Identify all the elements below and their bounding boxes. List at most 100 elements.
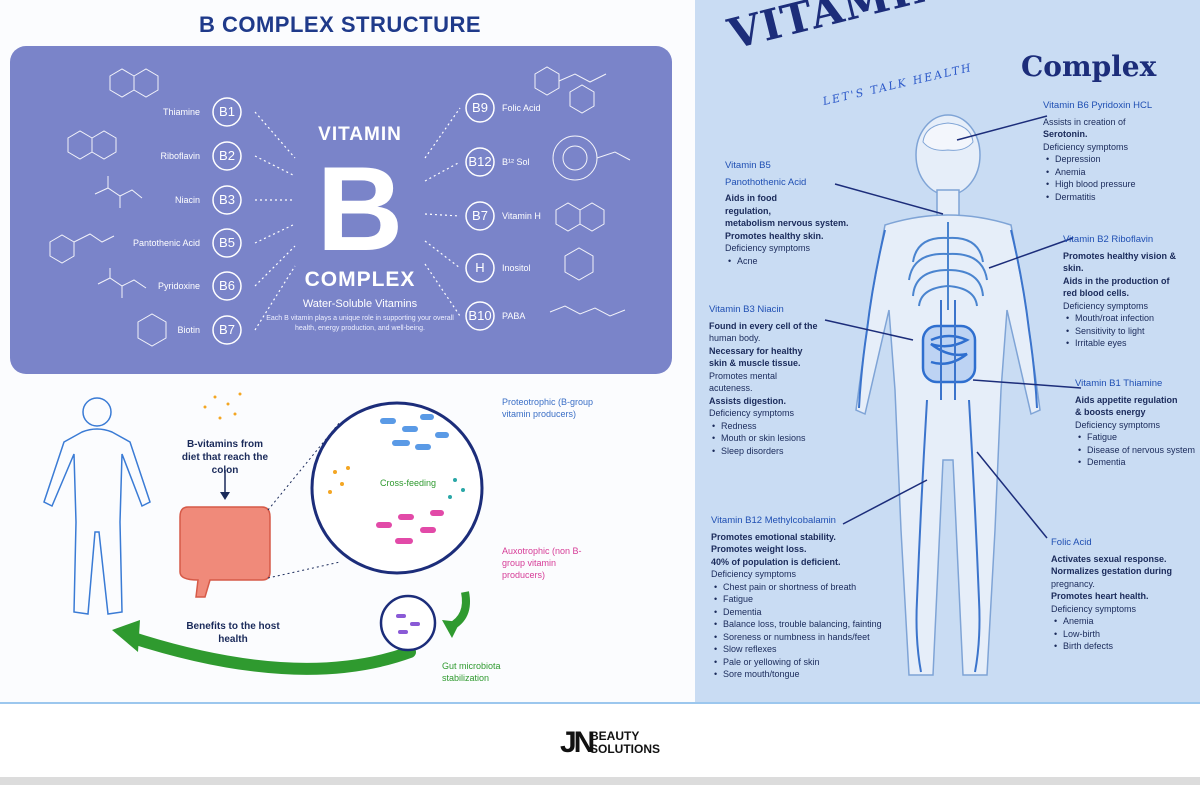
symptom-item: Dermatitis [1043,191,1193,204]
b3-line: Assists digestion. [709,395,787,406]
folic-line: Activates sexual response. [1051,553,1167,564]
b12-line: Promotes weight loss. [711,544,807,554]
center-vitamin-word: VITAMIN [318,124,402,145]
b12-line: 40% of population is deficient. [711,556,841,567]
vitamin-name-b12sol: B¹² Sol [502,157,530,167]
b3-line: skin & muscle tissue. [709,358,801,368]
b12-deficiency-label: Deficiency symptoms [711,569,797,579]
vitamin-name-inositol: Inositol [502,263,531,273]
symptom-item: Chest pain or shortness of breath [711,581,901,594]
microbiota-zoom-circle [310,401,484,575]
jn-beauty-logo[interactable]: JN BEAUTY SOLUTIONS [560,726,680,766]
symptom-item: Slow reflexes [711,643,901,656]
vitamin-code-b7: B7 [219,322,235,337]
ribcage-icon [908,222,988,310]
symptom-item: Sore mouth/tongue [711,668,901,681]
b2-line: Aids in the production of [1063,275,1170,286]
vitamin-code-b3: B3 [219,192,235,207]
b5-line: Promotes healthy skin. [725,230,824,241]
symptom-item: Irritable eyes [1063,337,1197,350]
center-complex-word: COMPLEX [304,268,416,291]
b1-symptoms-list: Fatigue Disease of nervous system Dement… [1075,431,1197,469]
b12-symptoms-list: Chest pain or shortness of breath Fatigu… [711,581,901,681]
benefits-label: Benefits to the host health [186,621,280,645]
b2-line: red blood cells. [1063,288,1130,298]
human-outline-icon [43,397,151,615]
b12-heading: Vitamin B12 Methylcobalamin [711,515,836,526]
symptom-item: Mouth/roat infection [1063,312,1197,325]
footer: JN BEAUTY SOLUTIONS [0,702,1200,785]
symptom-item: Redness [709,420,839,433]
b3-line: acuteness. [709,383,753,393]
b2-line: Promotes healthy vision & [1063,250,1177,261]
b6-line: Assists in creation of [1043,116,1126,127]
b6-deficiency-label: Deficiency symptoms [1043,141,1129,152]
b-vitamins-diet-label: B-vitamins from diet that reach the colo… [181,439,269,476]
intestines-icon [921,324,977,384]
vitamin-code-b12: B12 [468,154,492,169]
vitamin-name-thiamine: Thiamine [162,107,200,117]
symptom-item: Dementia [1075,456,1197,469]
folic-symptoms-list: Anemia Low-birth Birth defects [1051,615,1197,653]
benefits-arrow-icon [124,631,416,675]
symptom-item: Fatigue [711,593,901,606]
b3-line: Found in every cell of the [709,320,818,331]
symptom-item: Anemia [1043,166,1193,179]
symptom-item: Dementia [711,606,901,619]
folic-deficiency-label: Deficiency symptoms [1051,603,1137,614]
info-folic-acid: Folic Acid Activates sexual response. No… [1051,537,1197,653]
symptom-item: Pale or yellowing of skin [711,656,901,669]
b1-deficiency-label: Deficiency symptoms [1075,419,1161,430]
gut-stabilization-circle [379,594,437,652]
logo-jn: JN [560,726,595,759]
symptom-item: Sensitivity to light [1063,325,1197,338]
b3-deficiency-label: Deficiency symptoms [709,408,795,418]
b1-line: & boosts energy [1075,407,1146,417]
b6-heading: Vitamin B6 Pyridoxin HCL [1043,100,1153,111]
b-complex-section: B COMPLEX STRUCTURE [10,12,672,683]
vitamin-code-b1: B1 [219,104,235,119]
symptom-item: Soreness or numbness in hands/feet [711,631,901,644]
folic-heading: Folic Acid [1051,537,1092,548]
vitamin-code-h: H [475,260,485,275]
logo-text: BEAUTY SOLUTIONS [590,730,660,756]
b1-heading: Vitamin B1 Thiamine [1075,378,1163,389]
symptom-item: Mouth or skin lesions [709,432,839,445]
vitamin-name-folic: Folic Acid [502,103,541,113]
b-complex-panel: Thiamine B1 Riboflavin B2 Niacin B3 Pant… [10,46,672,374]
logo-line2: SOLUTIONS [590,742,661,756]
info-b12: Vitamin B12 Methylcobalamin Promotes emo… [711,515,901,681]
b3-line: human body. [709,333,761,343]
cross-feeding-label: Cross-feeding [380,478,437,488]
b3-line: Promotes mental [709,370,778,381]
vitamin-name-paba: PABA [502,311,526,321]
b2-line: skin. [1063,263,1084,273]
b6-symptoms-list: Depression Anemia High blood pressure De… [1043,153,1193,203]
b5-symptoms-list: Acne [725,255,865,268]
vitamin-b-body-section: VITAMIN-B LET'S TALK HEALTH Complex Vita… [695,0,1200,702]
auxotrophic-label: Auxotrophic (non B-group vitamin produce… [502,546,582,580]
b12-line: Promotes emotional stability. [711,531,836,542]
vitamin-code-b7-right: B7 [472,208,488,223]
symptom-item: Fatigue [1075,431,1197,444]
info-b5: Vitamin B5 Panothothenic Acid Aids in fo… [725,160,865,267]
b5-heading-sub: Panothothenic Acid [725,176,807,188]
vitamin-name-niacin: Niacin [174,195,200,205]
vitamin-name-riboflavin: Riboflavin [160,151,200,161]
colon-icon [179,506,271,598]
symptom-item: Depression [1043,153,1193,166]
vitamin-name-biotin: Biotin [177,325,200,335]
vitamin-code-b10: B10 [468,308,492,323]
b2-deficiency-label: Deficiency symptoms [1063,300,1149,311]
vitamin-code-b5: B5 [219,235,235,250]
b3-symptoms-list: Redness Mouth or skin lesions Sleep diso… [709,420,839,458]
vitamin-code-b9: B9 [472,100,488,115]
b-complex-title: B COMPLEX STRUCTURE [198,12,482,37]
folic-line: pregnancy. [1051,578,1095,589]
b5-line: regulation, [725,205,772,216]
vitamin-code-b2: B2 [219,148,235,163]
b5-line: Aids in food [725,193,777,203]
symptom-item: Anemia [1051,615,1197,628]
water-soluble-description: Each B vitamin plays a unique role in su… [266,315,454,332]
